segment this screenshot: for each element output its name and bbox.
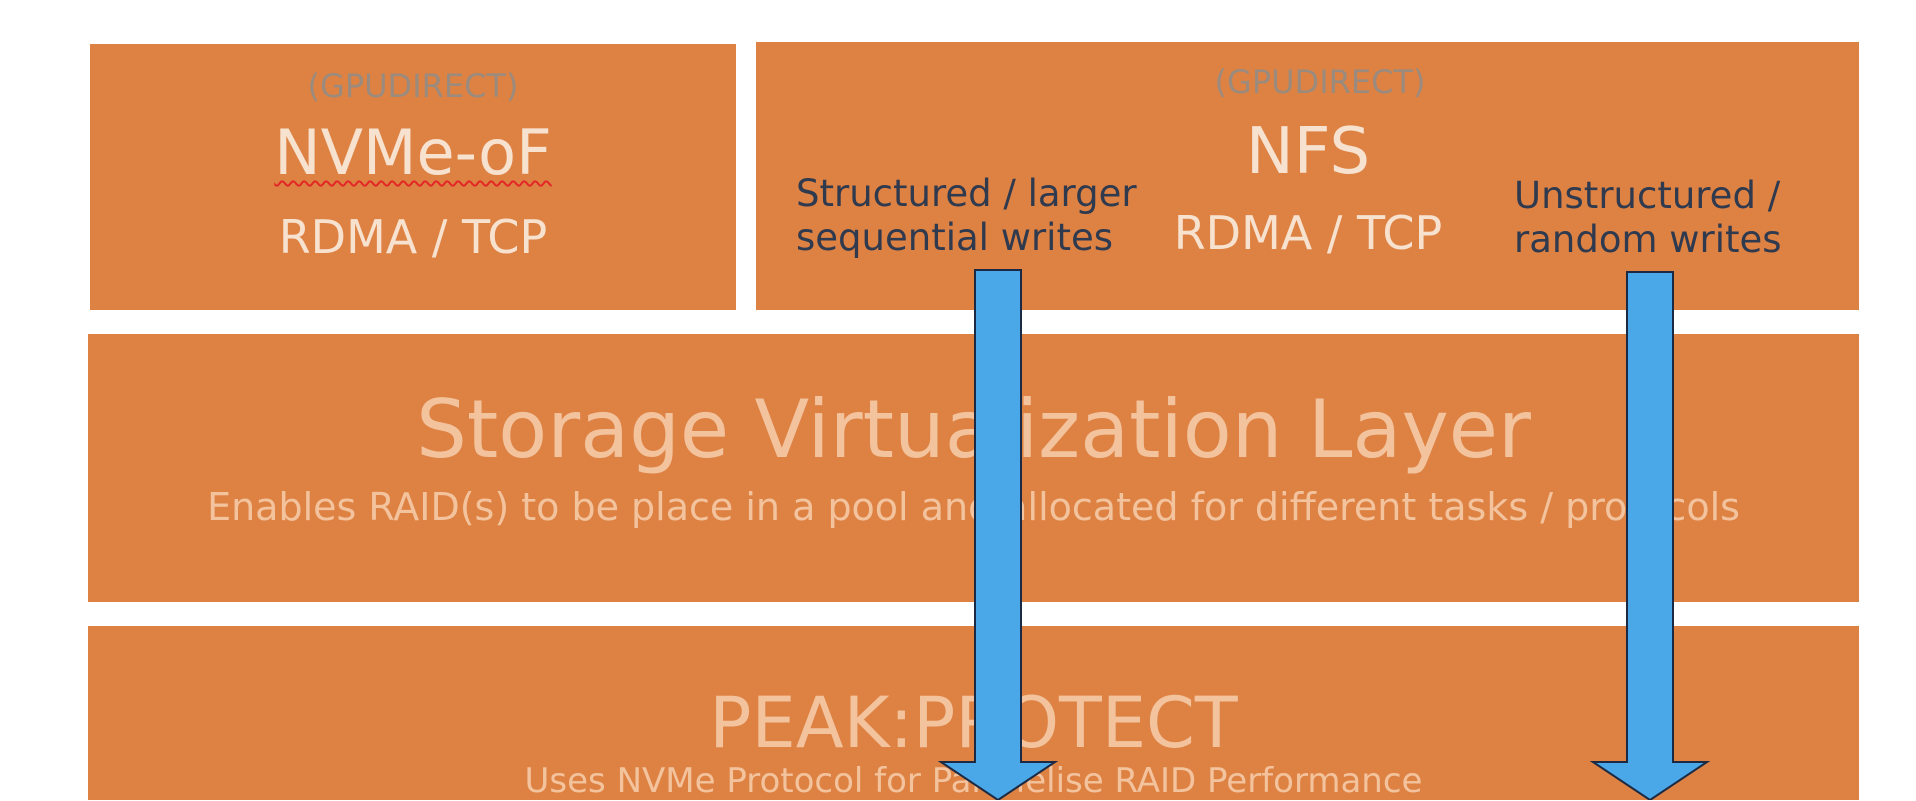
unstructured-writes-line-1: Unstructured / bbox=[1514, 174, 1781, 217]
structured-writes-down-arrow bbox=[937, 269, 1059, 800]
nvme-gpudirect-tag: (GPUDIRECT) bbox=[307, 67, 519, 105]
unstructured-writes-line-2: random writes bbox=[1514, 218, 1782, 262]
nfs-gpudirect-tag: (GPUDIRECT) bbox=[1214, 63, 1426, 101]
virtualization-layer-title: Storage Virtualization Layer bbox=[416, 383, 1531, 476]
nvme-of-box bbox=[90, 44, 736, 310]
nfs-subtitle: RDMA / TCP bbox=[1173, 206, 1443, 260]
unstructured-writes-note: Unstructured / random writes bbox=[1514, 174, 1782, 263]
structured-writes-line-1: Structured / larger bbox=[796, 172, 1137, 215]
nvme-of-title-text: NVMe-oF bbox=[274, 116, 552, 189]
nvme-of-title: NVMe-oF bbox=[90, 122, 736, 184]
peak-protect-title: PEAK:PROTECT bbox=[709, 682, 1238, 764]
structured-writes-note: Structured / larger sequential writes bbox=[796, 172, 1137, 261]
structured-writes-line-2: sequential writes bbox=[796, 216, 1113, 260]
nvme-of-subtitle: RDMA / TCP bbox=[278, 210, 548, 264]
virtualization-layer-description: Enables RAID(s) to be place in a pool an… bbox=[207, 485, 1740, 529]
nfs-title: NFS bbox=[1245, 115, 1371, 189]
unstructured-writes-down-arrow bbox=[1589, 271, 1711, 800]
virtualization-layer-box bbox=[88, 334, 1859, 602]
nfs-box bbox=[756, 42, 1859, 310]
